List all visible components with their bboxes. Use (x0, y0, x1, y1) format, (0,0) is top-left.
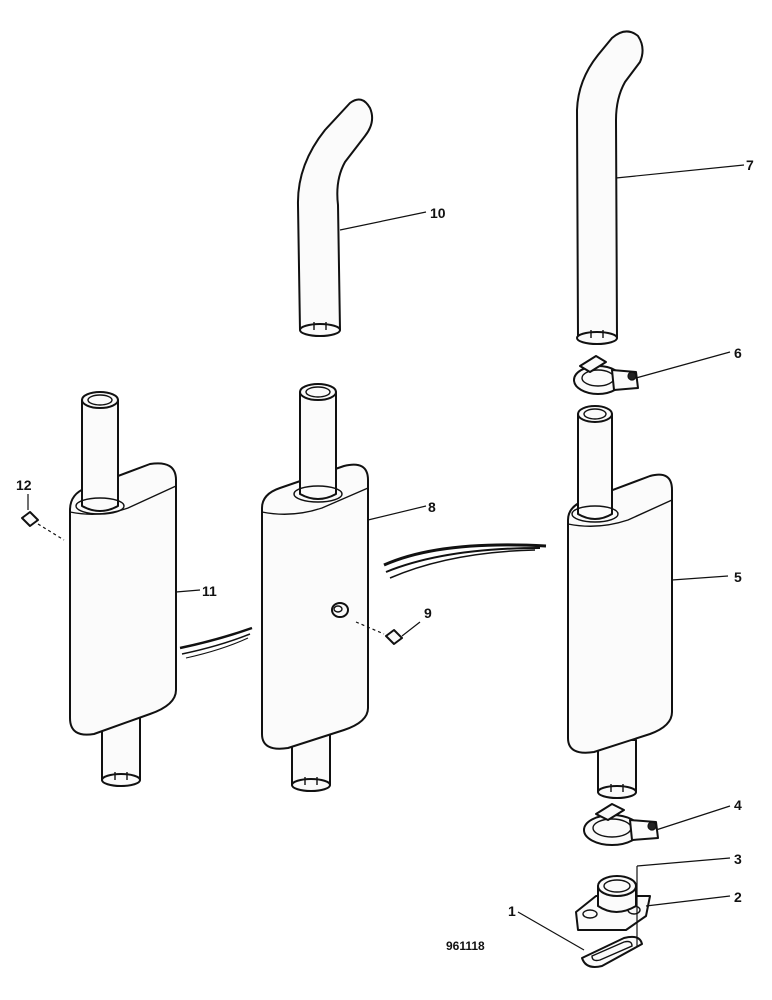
callout-1: 1 (508, 903, 516, 919)
tail-pipe-long (576, 30, 644, 345)
callout-4: 4 (734, 797, 742, 813)
clamp-lower (583, 803, 659, 846)
plug-12 (21, 511, 65, 541)
callout-9: 9 (424, 605, 432, 621)
exhaust-adaptor (575, 875, 651, 931)
callout-5: 5 (734, 569, 742, 585)
clamp-upper (573, 355, 639, 395)
silencer-left (69, 391, 177, 787)
callout-labels: 1 2 3 4 5 6 7 8 9 10 11 12 961118 (16, 157, 754, 953)
callout-12: 12 (16, 477, 32, 493)
leader-lines (27, 164, 745, 951)
gasket (581, 935, 643, 968)
callout-6: 6 (734, 345, 742, 361)
callout-10: 10 (430, 205, 446, 221)
plug-9 (355, 621, 403, 645)
silencer-middle (261, 383, 369, 792)
reference-number: 961118 (446, 939, 485, 953)
callout-2: 2 (734, 889, 742, 905)
callout-3: 3 (734, 851, 742, 867)
silencer-right (567, 405, 673, 799)
callout-7: 7 (746, 157, 754, 173)
callout-11: 11 (202, 583, 217, 599)
tail-pipe-short (296, 98, 374, 337)
callout-8: 8 (428, 499, 436, 515)
motion-streaks (179, 543, 547, 659)
